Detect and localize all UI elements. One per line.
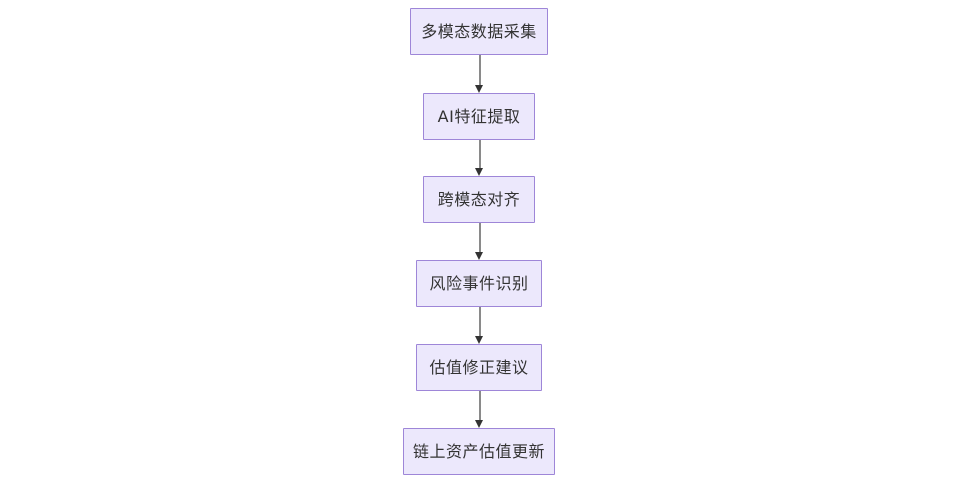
edge-line: [479, 307, 481, 336]
flow-node-label: AI特征提取: [437, 106, 521, 126]
arrow-head-icon: [474, 420, 483, 428]
arrow-head-icon: [474, 168, 483, 176]
edge-line: [479, 55, 481, 85]
flow-node-onchain-asset-valuation-update[interactable]: 链上资产估值更新: [403, 428, 555, 475]
flow-node-label: 多模态数据采集: [421, 21, 537, 41]
flow-node-label: 风险事件识别: [429, 273, 529, 293]
flow-node-label: 跨模态对齐: [437, 189, 521, 209]
edge-line: [479, 223, 481, 252]
flow-node-label: 估值修正建议: [429, 357, 529, 377]
edge-line: [479, 391, 481, 420]
arrow-head-icon: [474, 85, 483, 93]
arrow-head-icon: [474, 336, 483, 344]
flow-node-ai-feature-extraction[interactable]: AI特征提取: [423, 93, 535, 140]
flow-node-cross-modal-alignment[interactable]: 跨模态对齐: [423, 176, 535, 223]
arrow-head-icon: [474, 252, 483, 260]
flow-node-risk-event-identification[interactable]: 风险事件识别: [416, 260, 542, 307]
flow-node-valuation-adjustment-advice[interactable]: 估值修正建议: [416, 344, 542, 391]
edge-line: [479, 140, 481, 168]
flow-node-label: 链上资产估值更新: [412, 441, 545, 461]
flow-node-multimodal-data-collection[interactable]: 多模态数据采集: [410, 8, 548, 55]
